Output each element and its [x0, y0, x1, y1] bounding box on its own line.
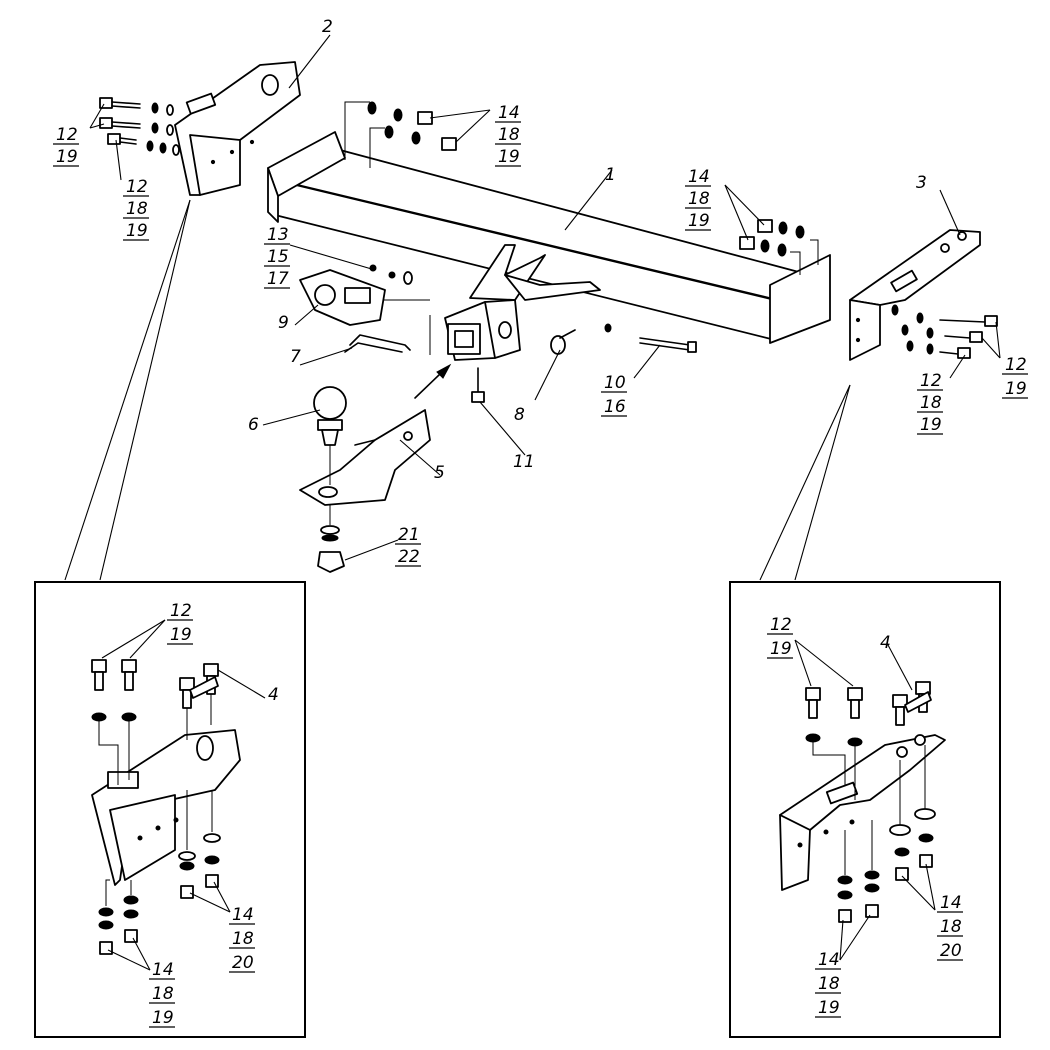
label-tc-19: 19	[498, 147, 520, 167]
ball-nut	[317, 505, 345, 573]
left-bracket	[174, 61, 301, 196]
label-part-8: 8	[514, 405, 525, 425]
label-part-9: 9	[278, 313, 289, 333]
label-li-18b: 18	[152, 984, 174, 1004]
left-inset	[34, 581, 306, 1038]
label-li-18a: 18	[232, 929, 254, 949]
callout-labels: 2 1 3 9 7 6 5 8 11 13 15 17 10 16 21 22 …	[56, 17, 1027, 1028]
label-part-11: 11	[513, 452, 535, 472]
label-tl2-19: 19	[126, 221, 148, 241]
label-tl2-12: 12	[126, 177, 148, 197]
insert-arrow	[414, 363, 452, 399]
label-ri-19b: 19	[818, 998, 840, 1018]
label-22: 22	[398, 547, 420, 567]
label-li-4: 4	[268, 685, 279, 705]
label-ri-4: 4	[880, 633, 891, 653]
label-ri-20: 20	[940, 941, 962, 961]
top-center-bolt-set	[344, 101, 457, 168]
label-li-14a: 14	[232, 905, 254, 925]
label-li-19: 19	[170, 625, 192, 645]
label-21: 21	[398, 525, 420, 545]
label-ri-14b: 14	[818, 950, 840, 970]
receiver-assembly	[444, 244, 601, 361]
label-ri-12: 12	[770, 615, 792, 635]
right-bracket	[849, 229, 981, 361]
label-r-19: 19	[1005, 379, 1027, 399]
label-15: 15	[267, 247, 289, 267]
label-tl-12: 12	[56, 125, 78, 145]
label-tl-19: 19	[56, 147, 78, 167]
right-inset	[729, 581, 1001, 1038]
label-li-19b: 19	[152, 1008, 174, 1028]
label-part-5: 5	[434, 463, 445, 483]
label-part-1: 1	[605, 165, 616, 185]
ball-mount	[299, 409, 431, 506]
label-tr-19: 19	[688, 211, 710, 231]
label-r2-19: 19	[920, 415, 942, 435]
label-tr-18: 18	[688, 189, 710, 209]
label-part-7: 7	[290, 347, 301, 367]
label-ri-19: 19	[770, 639, 792, 659]
callout-underlines	[53, 121, 1028, 1028]
left-bolt-set	[99, 97, 180, 156]
label-tc-18: 18	[498, 125, 520, 145]
right-bolt-set	[891, 304, 998, 359]
socket-plate	[299, 264, 430, 326]
label-10: 10	[604, 373, 626, 393]
callout-leaders	[64, 34, 1001, 581]
label-li-12: 12	[170, 601, 192, 621]
label-li-14b: 14	[152, 960, 174, 980]
label-tc-14: 14	[498, 103, 520, 123]
label-ri-18a: 18	[940, 917, 962, 937]
hitch-pin	[550, 323, 697, 355]
label-ri-14a: 14	[940, 893, 962, 913]
cross-beam	[267, 131, 831, 344]
label-part-6: 6	[248, 415, 259, 435]
label-r-12: 12	[1005, 355, 1027, 375]
label-17: 17	[267, 269, 289, 289]
tow-ball	[313, 386, 347, 485]
label-li-20: 20	[232, 953, 254, 973]
label-16: 16	[604, 397, 626, 417]
label-tr-14: 14	[688, 167, 710, 187]
label-part-2: 2	[322, 17, 333, 37]
top-right-bolt-set	[739, 219, 819, 275]
label-part-3: 3	[916, 173, 927, 193]
label-tl2-18: 18	[126, 199, 148, 219]
label-r2-18: 18	[920, 393, 942, 413]
label-13: 13	[267, 225, 289, 245]
bolt-11	[471, 367, 485, 403]
label-r2-12: 12	[920, 371, 942, 391]
label-ri-18b: 18	[818, 974, 840, 994]
